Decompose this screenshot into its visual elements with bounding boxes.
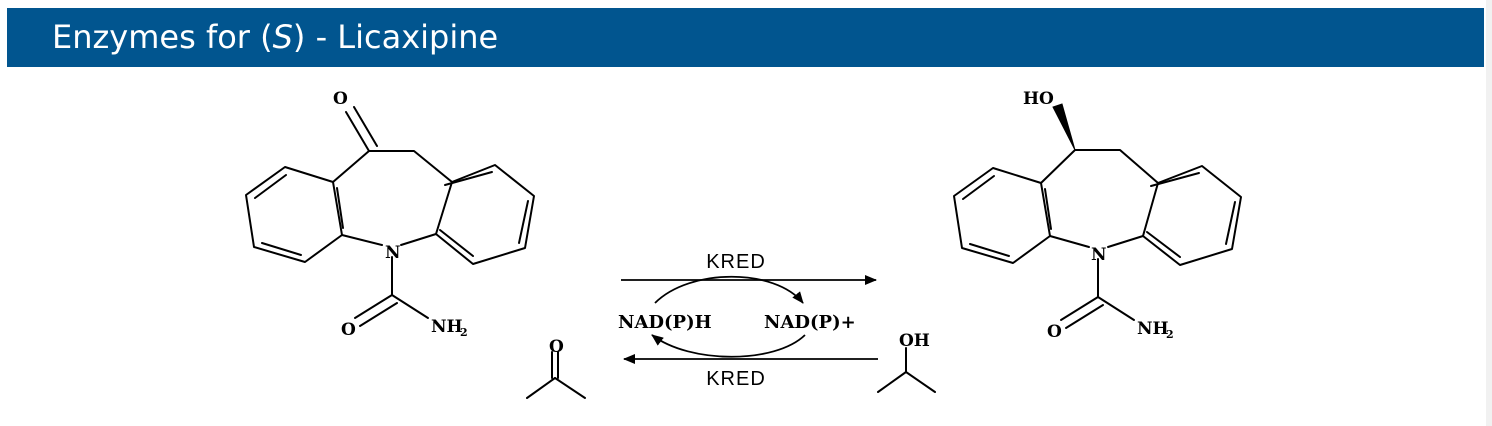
cofactor-oxidation-arc bbox=[654, 275, 804, 304]
title-bar: Enzymes for (S) - Licaxipine bbox=[7, 8, 1484, 67]
product-amide-sub: 2 bbox=[1166, 328, 1174, 341]
product-azepine-top-bonds bbox=[1040, 149, 1159, 184]
reverse-enzyme-label: KRED bbox=[706, 368, 766, 390]
isopropanol-methyl-left bbox=[877, 371, 907, 393]
right-ring-double-1 bbox=[444, 171, 493, 186]
product-wedge-bond bbox=[1052, 103, 1076, 151]
substrate-molecule bbox=[245, 106, 535, 327]
amide-co-bond bbox=[354, 294, 393, 319]
product-left-ring-double-2 bbox=[969, 243, 1010, 257]
right-ring-double-2 bbox=[518, 200, 529, 244]
product-right-ring-double-2 bbox=[1225, 201, 1236, 245]
amide-cn-bond bbox=[391, 294, 429, 319]
amide-co-double-bond bbox=[359, 302, 398, 327]
left-benzene-ring bbox=[245, 166, 343, 263]
n-bond-right bbox=[400, 233, 437, 246]
isopropanol-methyl-right bbox=[905, 371, 936, 393]
page-title: Enzymes for (S) - Licaxipine bbox=[52, 17, 498, 57]
cofactor-nadp-plus: NAD(P)+ bbox=[764, 312, 856, 333]
product-left-ring-double-1 bbox=[1044, 188, 1052, 230]
forward-enzyme-label: KRED bbox=[706, 251, 766, 273]
ketone-double-bond bbox=[353, 106, 378, 147]
product-n: N bbox=[1091, 245, 1107, 265]
substrate-amide-o: O bbox=[341, 320, 356, 340]
product-molecule bbox=[953, 149, 1242, 329]
product-amide-co-bond bbox=[1060, 296, 1099, 321]
isopropanol-molecule bbox=[877, 347, 936, 393]
left-ring-double-1 bbox=[336, 187, 344, 229]
product-amide-o: O bbox=[1047, 322, 1062, 342]
n-bond-left bbox=[341, 234, 383, 246]
substrate-n: N bbox=[385, 243, 401, 263]
cofactor-reduction-arc bbox=[651, 334, 806, 358]
product-n-bond-right bbox=[1107, 235, 1144, 248]
substrate-ketone-o: O bbox=[333, 89, 348, 109]
isopropanol-hydroxyl: OH bbox=[899, 331, 930, 351]
title-stereo-descriptor: S bbox=[272, 18, 293, 56]
azepine-top-bonds bbox=[332, 150, 453, 183]
title-prefix: Enzymes for ( bbox=[52, 18, 273, 56]
left-ring-double-3 bbox=[254, 174, 287, 199]
acetone-methyl-left bbox=[526, 377, 556, 399]
product-amide-co-double-bond bbox=[1065, 304, 1104, 329]
acetone-molecule bbox=[526, 351, 586, 399]
product-right-ring-double-1 bbox=[1150, 172, 1200, 187]
cofactor-nadph: NAD(P)H bbox=[618, 312, 712, 333]
product-amide-cn-bond bbox=[1097, 296, 1135, 321]
title-suffix: ) - Licaxipine bbox=[292, 18, 499, 56]
product-left-ring-double-3 bbox=[962, 175, 995, 200]
substrate-amide-sub: 2 bbox=[460, 326, 468, 339]
product-amide-nh: NH bbox=[1137, 319, 1169, 339]
product-right-benzene-ring bbox=[1142, 165, 1242, 266]
product-n-bond-left bbox=[1049, 235, 1090, 248]
acetone-oxygen: O bbox=[549, 337, 564, 357]
product-left-benzene-ring bbox=[953, 167, 1051, 264]
right-ring-double-3 bbox=[439, 229, 474, 257]
acetone-methyl-right bbox=[554, 377, 586, 399]
substrate-amide-nh: NH bbox=[431, 317, 463, 337]
product-right-ring-double-3 bbox=[1146, 231, 1181, 258]
left-ring-double-2 bbox=[261, 242, 302, 256]
ketone-bond bbox=[345, 111, 370, 152]
page-edge bbox=[1486, 0, 1492, 426]
product-hydroxyl: HO bbox=[1023, 89, 1054, 109]
